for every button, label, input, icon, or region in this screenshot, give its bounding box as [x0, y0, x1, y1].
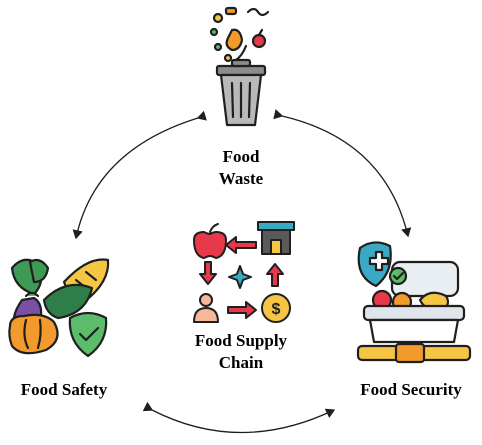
apple-icon: [193, 231, 227, 259]
arrow-safety-security: [142, 401, 336, 434]
food-waste-label: Food Waste: [196, 146, 286, 190]
supply-chain-label: Food Supply Chain: [170, 330, 312, 374]
supply-chain-line1: Food Supply: [194, 331, 288, 350]
arrow-down-icon: [199, 261, 217, 285]
food-security-label: Food Security: [360, 380, 462, 399]
food-safety-label: Food Safety: [20, 380, 108, 399]
arrow-waste-security: [273, 109, 412, 238]
svg-text:$: $: [272, 301, 281, 318]
sparkle-icon: [228, 265, 252, 289]
arrow-waste-safety: [72, 110, 207, 240]
arrow-left-icon: [225, 236, 257, 254]
arrow-up-icon: [266, 263, 284, 287]
food-waste-line2: Waste: [218, 169, 264, 188]
person-icon: [199, 293, 213, 307]
coin-icon: [261, 293, 291, 323]
arrow-right-icon: [227, 301, 257, 319]
food-waste-line1: Food: [222, 147, 260, 166]
supply-chain-line2: Chain: [218, 353, 264, 372]
